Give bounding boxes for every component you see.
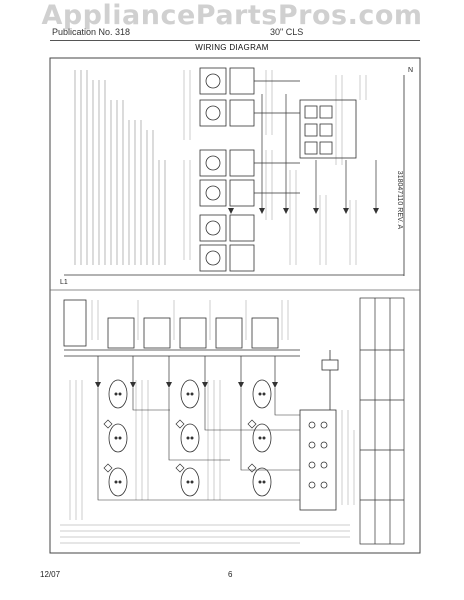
footer-date: 12/07 [40, 570, 61, 579]
footer-page-number: 6 [228, 570, 233, 579]
burner-labels [69, 380, 221, 520]
diagram-code: 318047110 REV. A [396, 171, 403, 230]
burner-electrodes [114, 392, 266, 484]
bottom-notes [60, 524, 350, 544]
ignitor-drops [97, 356, 276, 382]
terminal-label-l1: L1 [60, 279, 68, 286]
ignitor-arrows [95, 382, 278, 388]
lower-switch-labels [341, 410, 355, 505]
model-title: 30" CLS [270, 27, 304, 37]
terminal-label-n: N [408, 67, 413, 74]
burner-switch-column [199, 67, 227, 272]
wire-connectors [103, 419, 257, 473]
ignitor-labels [91, 300, 289, 340]
publication-title: Publication No. 318 [52, 27, 131, 37]
section-title: WIRING DIAGRAM [195, 43, 269, 52]
document-header: Publication No. 318 30" CLS [52, 27, 420, 41]
burner-ignitors [108, 379, 272, 497]
burner-switch-column-2 [229, 67, 255, 272]
lower-switch-box [299, 409, 337, 511]
ignitor-boxes [63, 299, 279, 349]
wiring-arrows [228, 208, 379, 214]
spark-module [299, 99, 357, 159]
switch-labels [183, 70, 367, 265]
caution-text-block [74, 70, 166, 265]
power-connector [321, 350, 339, 410]
burner-wiring [97, 388, 300, 501]
wiring-traces [254, 80, 377, 210]
header-rule [50, 40, 420, 41]
diagram-border [49, 57, 421, 554]
watermark: AppliancePartsPros.com [41, 0, 423, 31]
rating-table [359, 297, 405, 545]
